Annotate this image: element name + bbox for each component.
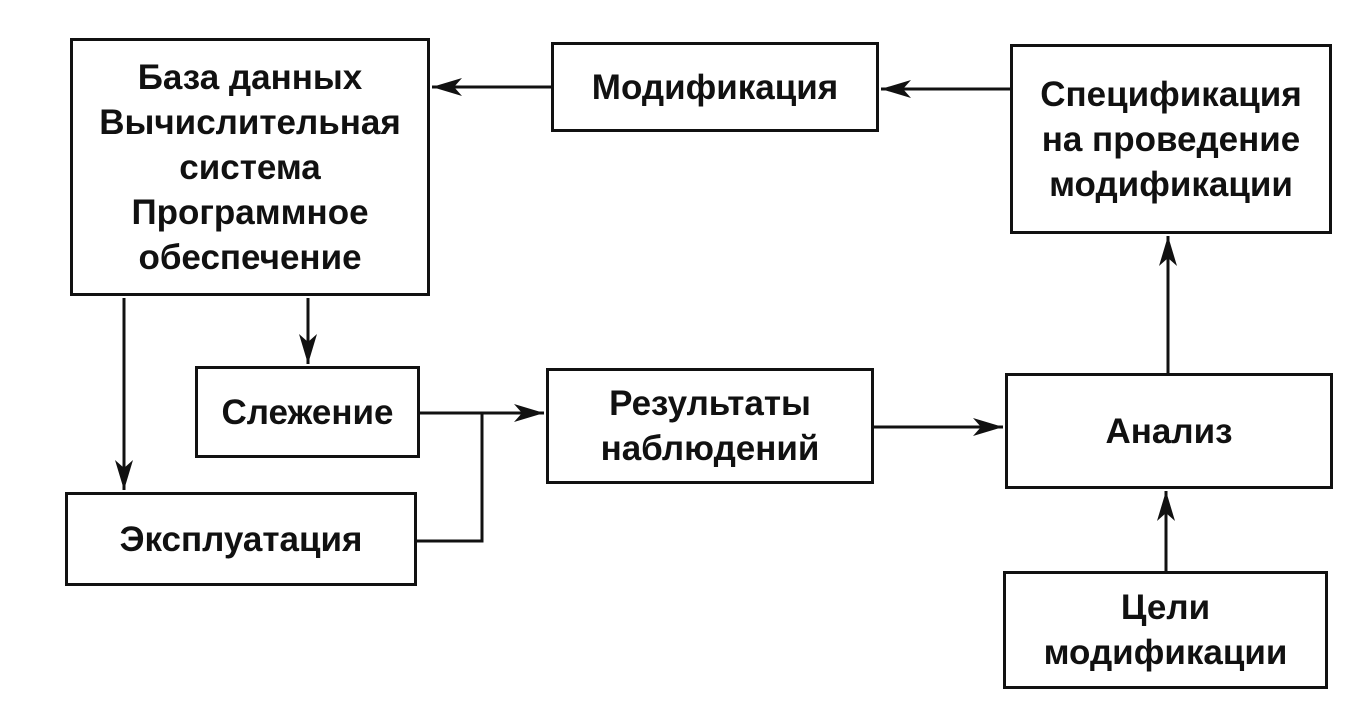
analysis-box: Анализ [1005, 373, 1333, 489]
tracking-box: Слежение [195, 366, 420, 458]
exploitation-box: Эксплуатация [65, 492, 417, 586]
results-line-1: Результаты [609, 384, 811, 423]
line-exploitation-to-junction [417, 413, 484, 543]
specification-line-2: на проведение [1041, 119, 1301, 159]
database-line-5: обеспечение [138, 237, 362, 277]
goals-line-1: Цели [1120, 588, 1211, 627]
database-line-4: Программное [131, 192, 369, 232]
database-line-3: система [179, 147, 321, 187]
goals-line-2: модификации [1043, 633, 1288, 672]
exploitation-label: Эксплуатация [119, 519, 363, 559]
observation-results-box: Результаты наблюдений [546, 368, 874, 484]
results-line-2: наблюдений [600, 429, 820, 468]
analysis-label: Анализ [1105, 411, 1233, 451]
modification-box: Модификация [551, 42, 879, 132]
specification-line-1: Спецификация [1040, 74, 1302, 114]
specification-box: Спецификация на проведение модификации [1010, 44, 1332, 234]
modification-goals-box: Цели модификации [1003, 571, 1328, 689]
modification-label: Модификация [591, 67, 839, 107]
database-line-1: База данных [137, 57, 363, 97]
database-line-2: Вычислительная [99, 102, 401, 142]
tracking-label: Слежение [221, 392, 394, 432]
database-system-box: База данных Вычислительная система Прогр… [70, 38, 430, 296]
specification-line-3: модификации [1049, 164, 1293, 204]
